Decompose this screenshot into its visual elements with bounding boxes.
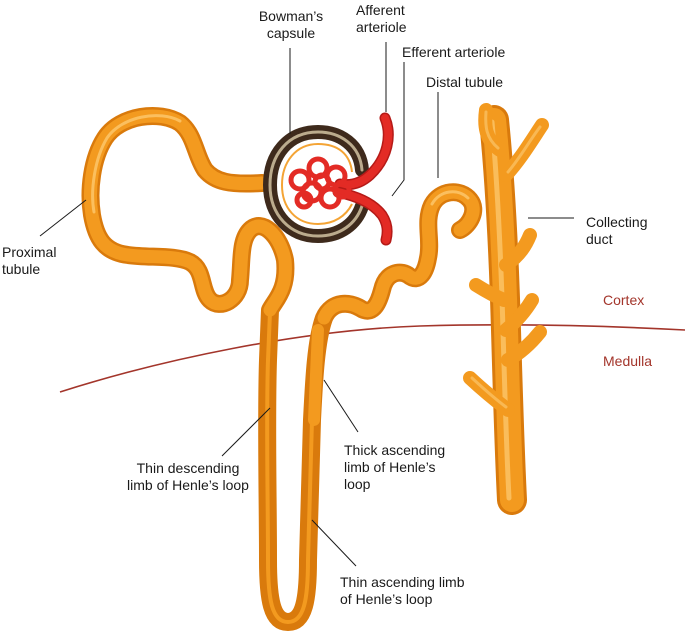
label-medulla: Medulla (603, 353, 653, 369)
label-thick-ascending-limb-line1: Thick ascending (344, 442, 446, 458)
label-bowmans-capsule: Bowman’s capsule (246, 8, 336, 42)
label-afferent-arteriole: Afferent arteriole (356, 2, 436, 36)
label-thick-ascending-limb-line3: loop (344, 476, 371, 492)
label-distal-tubule: Distal tubule (426, 74, 536, 91)
label-distal-tubule-line1: Distal tubule (426, 74, 504, 90)
label-cortex: Cortex (603, 292, 645, 308)
label-bowmans-capsule-line2: capsule (266, 25, 316, 41)
label-thin-descending-limb-line2: limb of Henle’s loop (127, 477, 249, 493)
collecting-duct-shape (463, 103, 549, 515)
label-thin-ascending-limb-line2: of Henle’s loop (340, 591, 433, 607)
label-thin-ascending-limb: Thin ascending limb of Henle’s loop (340, 574, 490, 608)
leader-thin-ascending-limb (311, 519, 357, 567)
label-collecting-duct-line1: Collecting (586, 214, 648, 230)
cortex-medulla-boundary (59, 323, 685, 393)
nephron-tubule-shape (81, 107, 483, 631)
leader-thick-ascending-limb (323, 379, 359, 433)
label-proximal-tubule-line2: tubule (2, 261, 41, 277)
glomerulus-shape (288, 156, 352, 210)
label-afferent-arteriole-line1: Afferent (356, 2, 405, 18)
label-proximal-tubule-line1: Proximal (2, 244, 57, 260)
label-proximal-tubule: Proximal tubule (2, 244, 82, 278)
label-efferent-arteriole-line1: Efferent arteriole (402, 44, 506, 60)
leader-efferent-arteriole (391, 62, 405, 197)
label-efferent-arteriole: Efferent arteriole (402, 44, 542, 61)
label-thin-descending-limb-line1: Thin descending (136, 460, 240, 476)
label-thick-ascending-limb-line2: limb of Henle’s (344, 459, 436, 475)
bowmans-capsule-shape (262, 124, 369, 244)
leader-lines (39, 42, 574, 567)
label-collecting-duct: Collecting duct (586, 214, 676, 248)
leader-thin-descending-limb (221, 407, 271, 457)
label-collecting-duct-line2: duct (586, 231, 613, 247)
leader-proximal-tubule (39, 199, 87, 237)
label-thin-descending-limb: Thin descending limb of Henle’s loop (104, 460, 272, 494)
label-thin-ascending-limb-line1: Thin ascending limb (340, 574, 465, 590)
label-afferent-arteriole-line2: arteriole (356, 19, 407, 35)
label-thick-ascending-limb: Thick ascending limb of Henle’s loop (344, 442, 464, 493)
label-bowmans-capsule-line1: Bowman’s (258, 8, 324, 24)
